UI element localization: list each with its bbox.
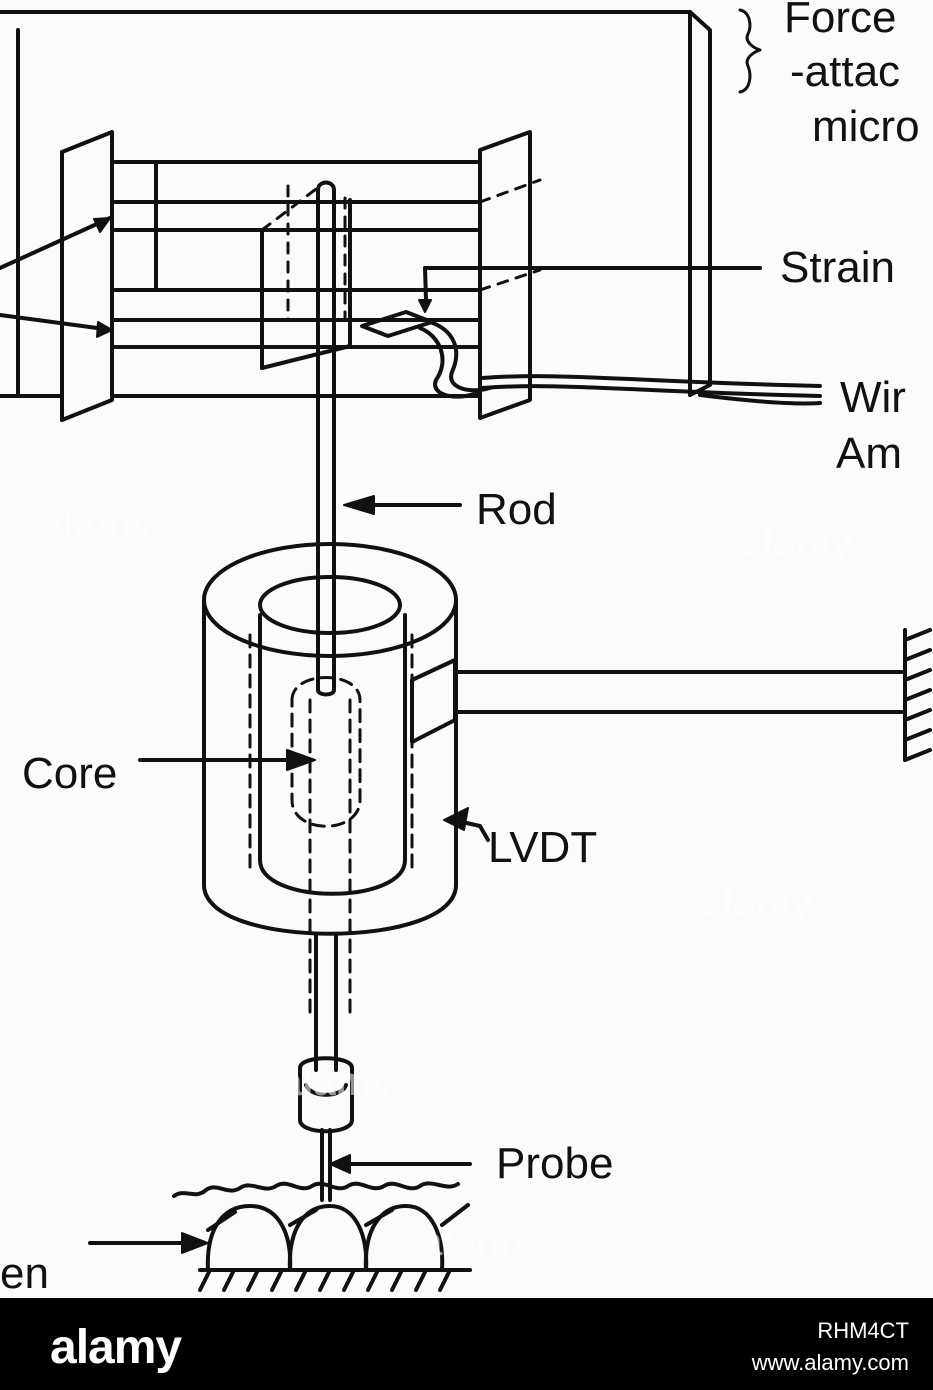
label-specimen: en [0, 1252, 49, 1296]
label-force-attach: -attac [790, 50, 900, 94]
alamy-logo: alamy [50, 1320, 181, 1375]
left-plate [62, 132, 112, 420]
output-wires [482, 376, 820, 403]
rod [318, 183, 460, 681]
label-force: Force [784, 0, 896, 40]
label-probe: Probe [496, 1142, 613, 1186]
lvdt-force-transducer-drawing [0, 0, 933, 1298]
site-url: www.alamy.com [752, 1350, 909, 1376]
label-rod: Rod [476, 488, 557, 532]
watermark-mark: alamy [40, 500, 153, 545]
label-core: Core [22, 752, 117, 796]
force-brace [740, 10, 760, 92]
watermark-mark: alamy [280, 1060, 393, 1105]
watermark-mark: alamy [700, 880, 813, 925]
mounting-bracket [412, 630, 930, 760]
label-strain: Strain [780, 246, 895, 290]
label-lvdt: LVDT [488, 826, 597, 870]
label-wire: Wir [840, 376, 906, 420]
center-block [262, 200, 350, 368]
label-amp: Am [836, 432, 902, 476]
label-force-micro: micro [812, 105, 920, 149]
diagram-figure: Force -attac micro Strain Wir Am Rod Cor… [0, 0, 933, 1298]
watermark-mark: alamy [420, 1220, 533, 1265]
watermark-mark: alamy [740, 520, 853, 565]
upper-beam [112, 162, 480, 230]
specimen-surface [90, 1183, 470, 1290]
lower-rod [316, 935, 336, 1070]
image-id: RHM4CT [817, 1318, 909, 1344]
stock-footer-bar: alamy RHM4CT www.alamy.com [0, 1298, 933, 1390]
